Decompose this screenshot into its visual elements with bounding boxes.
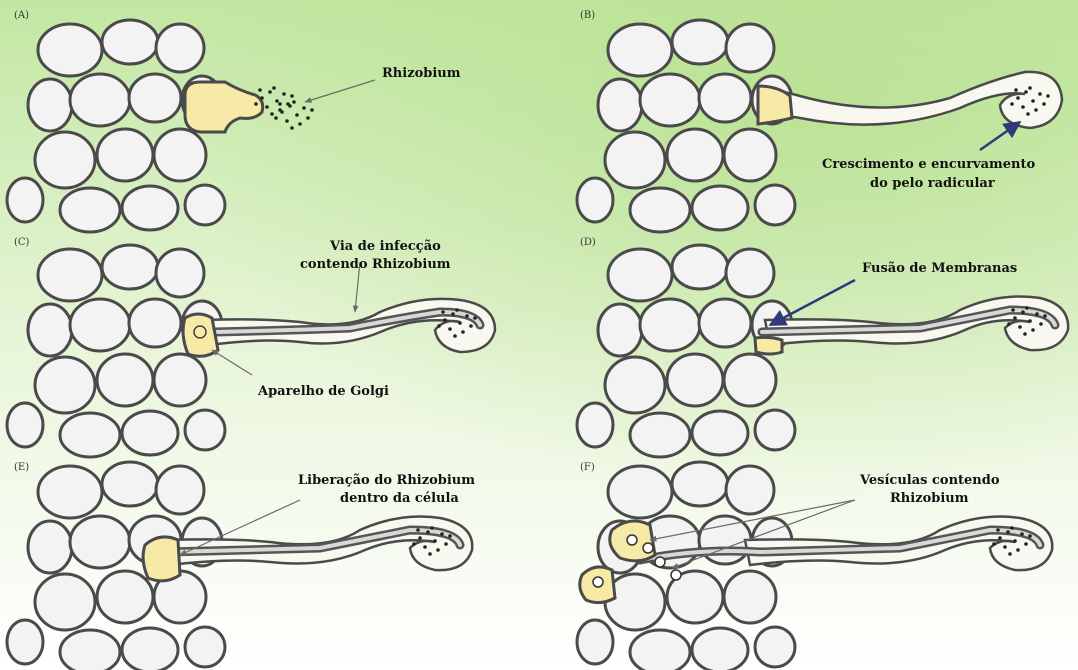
panel-letter-a: (A) <box>14 10 29 21</box>
label-vesicles-containing: Vesículas contendo <box>859 473 1000 488</box>
panel-letter-d: (D) <box>580 237 596 248</box>
label-release-rhizobium: Liberação do Rhizobium <box>298 473 475 488</box>
panel-letter-b: (B) <box>580 10 595 21</box>
panel-letter-c: (C) <box>14 237 30 248</box>
panel-letter-f: (F) <box>580 462 595 473</box>
label-inside-cell: dentro da célula <box>340 491 459 506</box>
label-containing-rhizobium: contendo Rhizobium <box>300 257 451 272</box>
label-golgi: Aparelho de Golgi <box>257 384 389 399</box>
label-rhizobium: Rhizobium <box>382 66 461 81</box>
label-membrane-fusion: Fusão de Membranas <box>862 261 1017 276</box>
label-infection-thread: Via de infecção <box>329 239 441 254</box>
panel-letter-e: (E) <box>14 462 29 473</box>
membrane-fusion-cell-d <box>755 337 782 354</box>
label-growth-curvature: Crescimento e encurvamento <box>822 157 1036 172</box>
label-vesicles-rhizobium: Rhizobium <box>890 491 969 506</box>
label-root-hair: do pelo radicular <box>870 176 995 191</box>
release-cell-e <box>143 537 180 581</box>
